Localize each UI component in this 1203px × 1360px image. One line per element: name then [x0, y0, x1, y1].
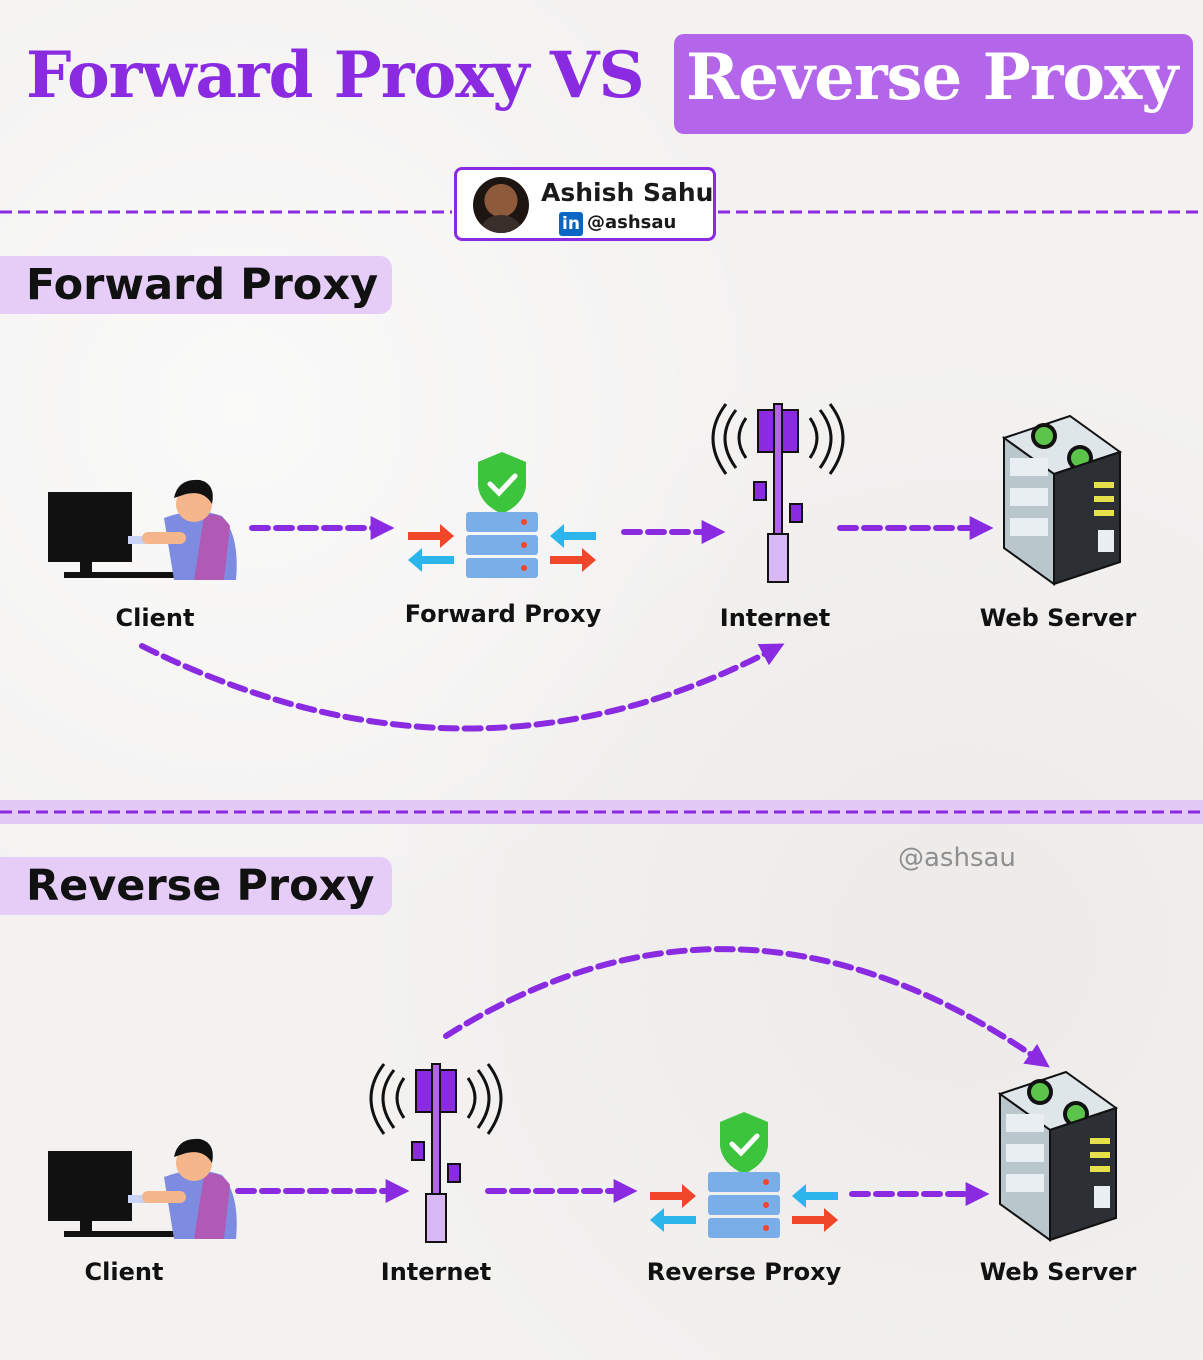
- author-card: Ashish Sahu in @ashsau: [454, 167, 716, 241]
- cell-tower-icon: [369, 1063, 503, 1243]
- forward-internet-label: Internet: [719, 604, 831, 632]
- reverse-web-server-label: Web Server: [979, 1258, 1137, 1286]
- cell-tower-icon: [711, 403, 845, 583]
- reverse-proxy-label: Reverse Proxy: [646, 1258, 842, 1286]
- reverse-internet-label: Internet: [380, 1258, 492, 1286]
- shield-server-icon: [408, 452, 596, 578]
- person-at-computer-icon: [48, 1138, 237, 1239]
- page-title-reverse-box: Reverse Proxy: [674, 34, 1193, 134]
- page-title-forward-vs: Forward Proxy VS: [26, 38, 645, 113]
- forward-proxy-label: Forward Proxy: [404, 600, 602, 628]
- reverse-client-label: Client: [84, 1258, 164, 1286]
- arrow-internet-to-web-server-curve: [443, 946, 1050, 1068]
- section-title-reverse: Reverse Proxy: [26, 861, 375, 911]
- page-title-reverse: Reverse Proxy: [686, 40, 1178, 115]
- server-rack-icon: [1001, 414, 1123, 586]
- shield-server-icon: [650, 1112, 838, 1238]
- forward-web-server-label: Web Server: [979, 604, 1137, 632]
- author-handle: @ashsau: [587, 212, 677, 233]
- section-label-forward: Forward Proxy: [0, 256, 392, 314]
- watermark: @ashsau: [898, 843, 1016, 873]
- avatar: [473, 177, 529, 233]
- server-rack-icon: [997, 1070, 1119, 1242]
- section-title-forward: Forward Proxy: [26, 260, 379, 310]
- section-label-reverse: Reverse Proxy: [0, 857, 392, 915]
- author-name: Ashish Sahu: [541, 178, 714, 207]
- forward-client-label: Client: [115, 604, 195, 632]
- arrow-client-to-internet-curve: [139, 643, 785, 732]
- linkedin-icon: in: [559, 212, 583, 236]
- person-at-computer-icon: [48, 479, 237, 580]
